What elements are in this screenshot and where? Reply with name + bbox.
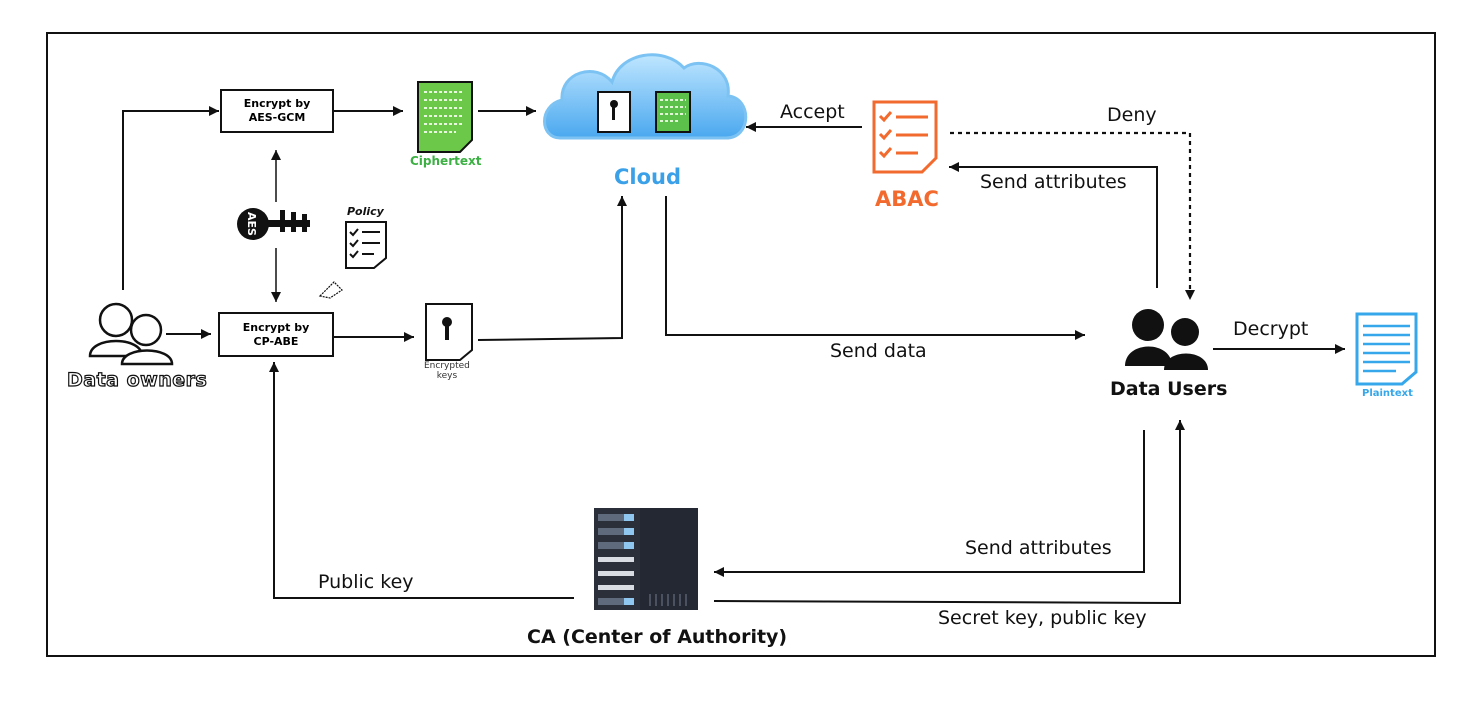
diagram-frame <box>46 32 1436 657</box>
data-owners-icon <box>88 302 174 366</box>
cloud-label: Cloud <box>614 165 682 189</box>
ca-label: CA (Center of Authority) <box>527 626 788 648</box>
data-owners-label: Data owners <box>66 368 208 391</box>
edge-ca-secret-key <box>713 420 1185 605</box>
cloud-icon <box>543 53 748 140</box>
plaintext-label: Plaintext <box>1362 388 1413 399</box>
edge-cloud-send-data <box>665 196 1085 340</box>
accept-edge-label: Accept <box>780 101 845 123</box>
data-users-icon <box>1125 309 1208 370</box>
encrypted-keys-label: Encrypted keys <box>424 361 470 381</box>
aes-gcm-encrypt-label: Encrypt by AES-GCM <box>243 97 311 124</box>
send-attributes-abac-edge-label: Send attributes <box>980 171 1127 193</box>
pointer-hand-icon <box>318 281 343 299</box>
edge-users-send-attributes-ca <box>714 430 1145 577</box>
decrypt-edge-label: Decrypt <box>1233 318 1309 340</box>
aes-gcm-encrypt-box: Encrypt by AES-GCM <box>220 89 334 133</box>
policy-document-icon <box>345 221 387 269</box>
encrypted-keys-document-icon <box>425 303 473 361</box>
edge-ca-public-key <box>269 362 574 599</box>
send-attributes-ca-edge-label: Send attributes <box>965 537 1112 559</box>
secret-public-key-edge-label: Secret key, public key <box>938 607 1147 629</box>
data-users-label: Data Users <box>1110 378 1228 400</box>
ca-server-icon <box>594 508 698 610</box>
aes-key-label: AES <box>245 212 258 236</box>
edge-owners-to-aesgcm <box>122 106 219 290</box>
policy-label: Policy <box>347 205 384 218</box>
plaintext-document-icon <box>1355 312 1418 386</box>
cpabe-encrypt-box: Encrypt by CP-ABE <box>218 312 334 357</box>
aes-key-icon <box>237 208 310 240</box>
edge-abac-deny <box>950 131 1195 300</box>
cpabe-encrypt-label: Encrypt by CP-ABE <box>242 320 310 348</box>
public-key-edge-label: Public key <box>318 571 414 593</box>
edge-encrypted-keys-to-cloud <box>477 196 627 341</box>
deny-edge-label: Deny <box>1107 104 1157 126</box>
ciphertext-label: Ciphertext <box>410 154 482 168</box>
edge-users-send-attributes-abac <box>949 162 1158 288</box>
send-data-edge-label: Send data <box>830 340 927 362</box>
abac-label: ABAC <box>875 187 939 211</box>
abac-document-icon <box>872 100 938 174</box>
ciphertext-document-icon <box>417 81 473 153</box>
